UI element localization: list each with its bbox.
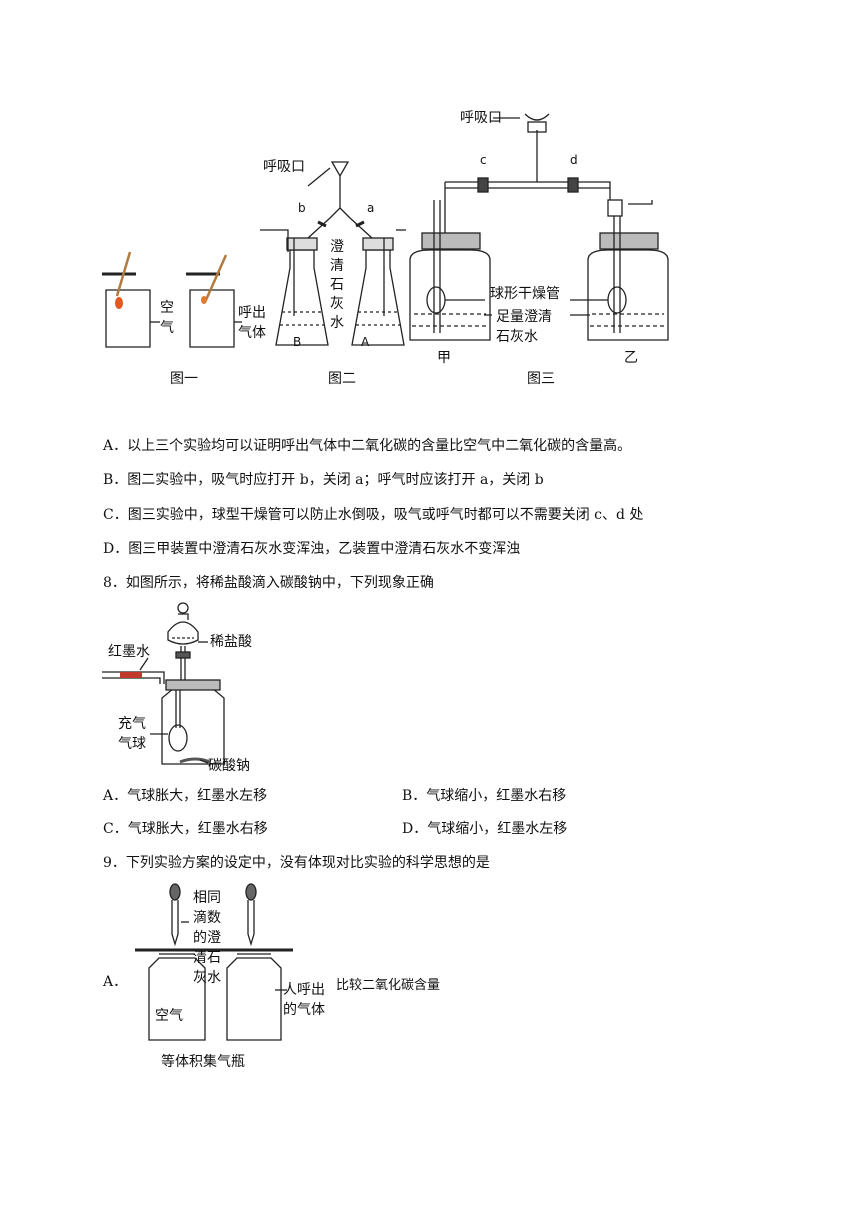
q9-drops-label-2: 滴数 (193, 909, 221, 926)
q8-red-ink-label: 红墨水 (108, 644, 150, 660)
valve-b-label: b (298, 201, 306, 215)
bottle-yi-label: 乙 (624, 350, 638, 366)
fig1-air-label-2: 气 (160, 320, 174, 336)
q8-na2co3-label: 碳酸钠 (208, 758, 250, 774)
q7-option-a: A．以上三个实验均可以证明呼出气体中二氧化碳的含量比空气中二氧化碳的含量高。 (103, 438, 632, 454)
valve-c-label: c (480, 153, 487, 167)
q7-option-d: D．图三甲装置中澄清石灰水变浑浊，乙装置中澄清石灰水不变浑浊 (103, 541, 521, 557)
q8-balloon-label-1: 充气 (118, 716, 146, 732)
q8-hcl-label: 稀盐酸 (210, 634, 252, 650)
q8-balloon-label-2: 气球 (118, 736, 146, 752)
q9-apparatus-figure: 相同 滴数 的澄 清石 灰水 空气 人呼出 的气体 等体积集气瓶 (135, 883, 325, 1070)
q9-exhaled-label-1: 人呼出 (283, 982, 325, 998)
limewater-3-label-1: 足量澄清 (496, 309, 552, 325)
q9-stem: 9．下列实验方案的设定中，没有体现对比实验的科学思想的是 (103, 855, 490, 871)
fig1-air-label-1: 空 (160, 300, 174, 316)
q9-drops-label-5: 灰水 (193, 970, 221, 986)
fig1-exhale-label-2: 气体 (238, 325, 266, 341)
fig2-limewater-char-1: 澄 (330, 239, 344, 255)
fig2-limewater-char-5: 水 (330, 315, 344, 331)
caption-fig-1: 图一 (170, 371, 198, 387)
q9-option-a-letter: A． (103, 974, 128, 990)
fig1-exhale-label-1: 呼出 (238, 305, 266, 321)
q8-option-d: D．气球缩小，红墨水左移 (402, 821, 568, 837)
limewater-3-label-2: 石灰水 (496, 329, 538, 345)
valve-d-label: d (570, 153, 578, 167)
breath-port-label-3: 呼吸口 (460, 110, 502, 126)
flask-a-label: A (361, 335, 370, 349)
drying-tube-label: 球形干燥管 (490, 286, 560, 302)
q9-bottle-air-label: 空气 (155, 1008, 183, 1024)
fig2-limewater-char-2: 清 (330, 258, 344, 274)
q9-drops-label-3: 的澄 (193, 930, 221, 946)
bottle-jia-label: 甲 (437, 350, 451, 366)
flask-b-label: B (293, 335, 301, 349)
q9-drops-label-1: 相同 (193, 890, 221, 906)
q8-option-c: C．气球胀大，红墨水右移 (103, 821, 268, 837)
breath-port-label-2: 呼吸口 (263, 159, 305, 175)
q7-option-b: B．图二实验中，吸气时应打开 b，关闭 a；呼气时应该打开 a，关闭 b (103, 472, 544, 488)
q8-option-b: B．气球缩小，红墨水右移 (402, 788, 567, 804)
q7-option-c: C．图三实验中，球型干燥管可以防止水倒吸，吸气或呼气时都可以不需要关闭 c、d … (103, 507, 644, 523)
q9-drops-label-4: 清石 (193, 950, 221, 966)
apparatus-figure-top: 呼吸口 呼吸口 b a c d 空 气 呼出 气体 澄 清 石 灰 水 B A … (102, 110, 669, 387)
caption-fig-3: 图三 (527, 371, 555, 387)
q9-side-caption: 比较二氧化碳含量 (336, 978, 441, 993)
q9-exhaled-label-2: 的气体 (283, 1002, 325, 1018)
q8-option-a: A．气球胀大，红墨水左移 (103, 788, 268, 804)
q8-apparatus-figure: 红墨水 稀盐酸 充气 气球 碳酸钠 (102, 602, 252, 774)
fig2-limewater-char-3: 石 (330, 277, 344, 293)
caption-fig-2: 图二 (328, 371, 356, 387)
fig2-limewater-char-4: 灰 (330, 296, 344, 312)
q8-stem: 8．如图所示，将稀盐酸滴入碳酸钠中，下列现象正确 (103, 575, 434, 591)
valve-a-label: a (367, 201, 374, 215)
q9-jar-label: 等体积集气瓶 (161, 1053, 245, 1070)
